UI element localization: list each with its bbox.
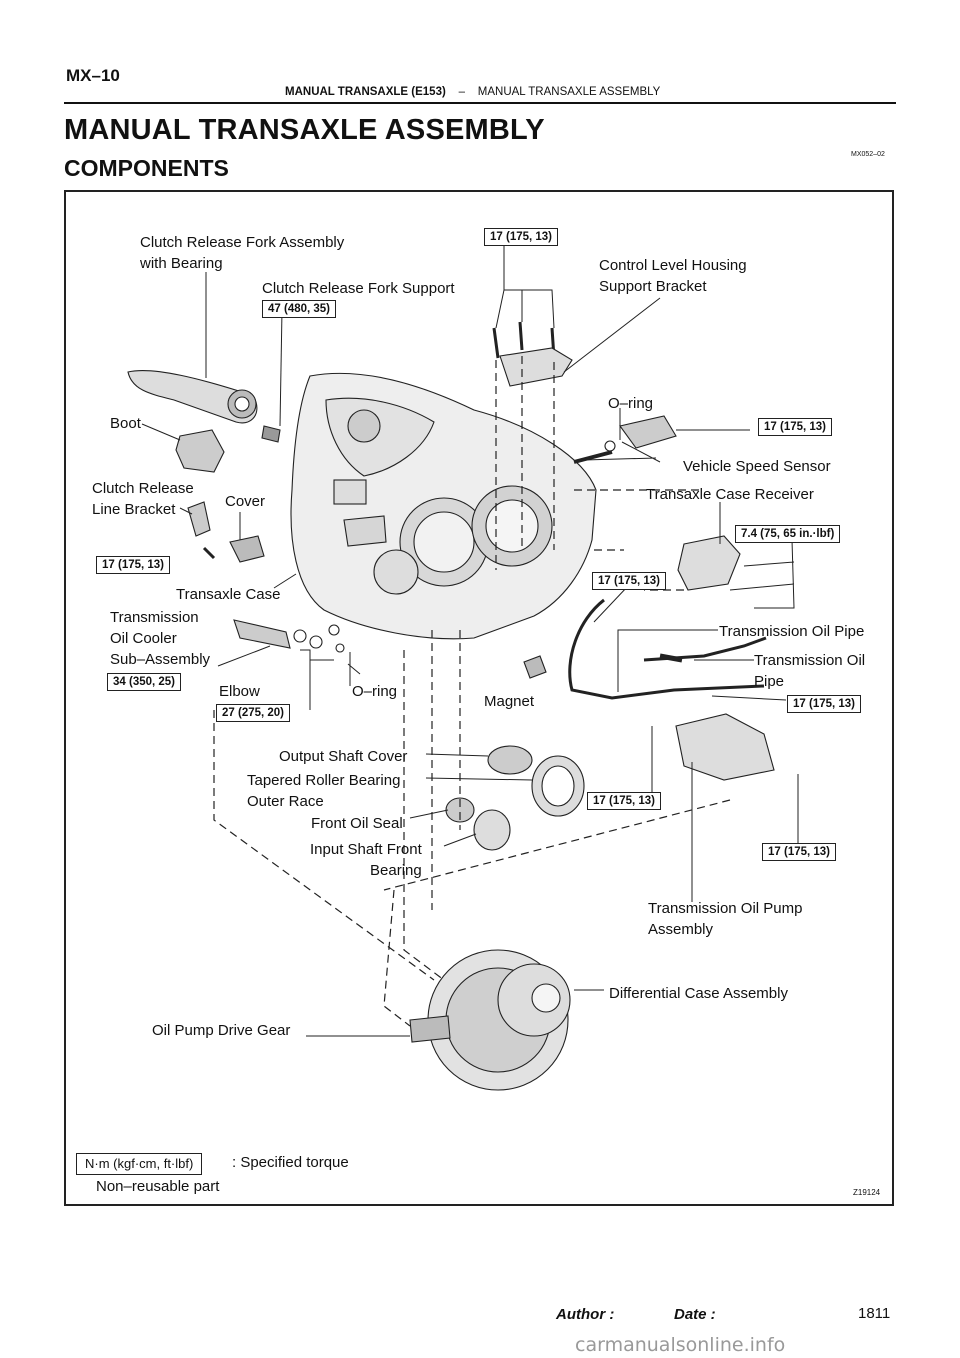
label-oil-pipe-2: Transmission Oil Pipe	[754, 652, 866, 690]
label-boot: Boot	[110, 415, 141, 432]
figure-id: Z19124	[853, 1188, 881, 1197]
boot-shape	[175, 429, 225, 473]
torque-oil-pipe-2: 17 (175, 13)	[787, 695, 862, 713]
torque-oil-pipe-upper: 17 (175, 13)	[592, 572, 667, 590]
label-control-housing: Control Level Housing Support Bracket	[599, 257, 747, 295]
label-cover: Cover	[225, 493, 266, 510]
label-output-shaft-cover: Output Shaft Cover	[279, 748, 408, 765]
footer-date: Date :	[674, 1306, 716, 1323]
output-cover-shape	[487, 745, 533, 775]
torque-top-bolts: 17 (175, 13)	[484, 228, 559, 246]
torque-center: 17 (175, 13)	[587, 792, 662, 810]
footer-author: Author :	[556, 1306, 615, 1323]
oil-cooler-shape	[233, 619, 291, 649]
clutch-fork-shape	[127, 370, 258, 424]
torque-fork-support: 47 (480, 35)	[262, 300, 337, 318]
label-oring-mid: O–ring	[352, 683, 398, 700]
running-header: MANUAL TRANSAXLE (E153) – MANUAL TRANSAX…	[285, 86, 660, 98]
page-number: 1811	[858, 1305, 891, 1322]
torque-line-bracket: 17 (175, 13)	[96, 556, 171, 574]
label-tapered-bearing: Tapered Roller Bearing Outer Race	[247, 772, 401, 810]
magnet-shape	[523, 655, 547, 679]
label-line-bracket: Clutch Release Line Bracket	[92, 480, 194, 518]
chapter-title: MANUAL TRANSAXLE (E153)	[285, 86, 446, 98]
label-oil-pipe-1: Transmission Oil Pipe	[719, 623, 865, 640]
label-case-receiver: Transaxle Case Receiver	[646, 486, 814, 503]
torque-case-receiver: 7.4 (75, 65 in.·lbf)	[735, 525, 841, 543]
label-front-oil-seal: Front Oil Seal	[311, 815, 403, 832]
label-oil-cooler: Transmission Oil Cooler Sub–Assembly	[110, 609, 211, 668]
section-code: MX–10	[66, 66, 120, 85]
figure-frame	[64, 190, 894, 1206]
receiver-bracket-shape	[677, 535, 741, 591]
legend-unit-text: : Specified torque	[232, 1154, 349, 1171]
label-magnet: Magnet	[484, 693, 535, 710]
header-separator: –	[458, 86, 465, 98]
label-clutch-release-fork: Clutch Release Fork Assembly with Bearin…	[140, 234, 345, 272]
label-vehicle-speed-sensor: Vehicle Speed Sensor	[683, 458, 831, 475]
control-bracket-shape	[499, 347, 573, 387]
header-rule	[64, 102, 896, 104]
label-elbow: Elbow	[219, 683, 260, 700]
torque-elbow: 27 (275, 20)	[216, 704, 291, 722]
diagram-code: MX052–02	[851, 151, 885, 158]
legend-non-reusable: Non–reusable part	[96, 1178, 220, 1195]
oil-pipe-shape	[568, 598, 765, 700]
label-fork-support: Clutch Release Fork Support	[262, 280, 455, 297]
label-oring-top: O–ring	[608, 395, 654, 412]
torque-oil-pump: 17 (175, 13)	[762, 843, 837, 861]
vss-shape	[619, 415, 677, 449]
section-title: MANUAL TRANSAXLE ASSEMBLY	[477, 86, 661, 98]
torque-oil-cooler: 34 (350, 25)	[107, 673, 182, 691]
pump-drive-gear-shape	[409, 1015, 451, 1043]
legend-unit-box: N·m (kgf·cm, ft·lbf)	[76, 1153, 203, 1175]
label-differential: Differential Case Assembly	[609, 985, 788, 1002]
page-title: MANUAL TRANSAXLE ASSEMBLY	[64, 114, 545, 146]
page-subtitle: COMPONENTS	[64, 155, 229, 181]
label-input-bearing: Input Shaft Front Bearing	[310, 841, 422, 879]
oil-pump-shape	[675, 713, 775, 781]
watermark: carmanualsonline.info	[575, 1334, 786, 1356]
cover-shape	[229, 535, 265, 563]
label-oil-pump: Transmission Oil Pump Assembly	[648, 900, 803, 938]
input-bearing-shape	[473, 809, 511, 851]
label-transaxle-case: Transaxle Case	[176, 586, 281, 603]
label-pump-drive-gear: Oil Pump Drive Gear	[152, 1022, 291, 1039]
torque-vss: 17 (175, 13)	[758, 418, 833, 436]
exploded-view-drawing	[127, 234, 799, 1091]
